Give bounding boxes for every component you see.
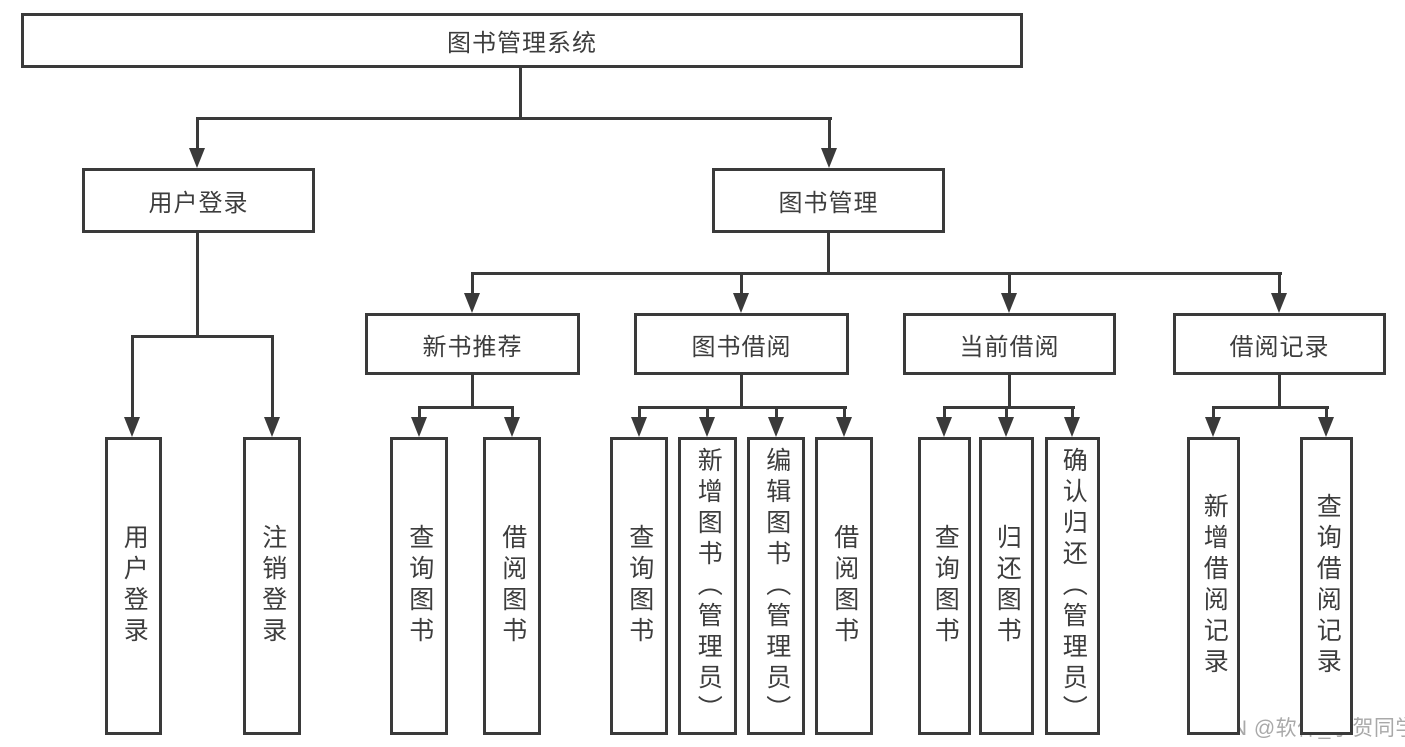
arrow-down-icon xyxy=(1064,417,1080,437)
leaf-borrow-books: 借阅图书 xyxy=(815,437,873,735)
connector-line xyxy=(943,406,946,419)
arrow-down-icon xyxy=(264,417,280,437)
arrow-down-icon xyxy=(1001,293,1017,313)
leaf-logout: 注销登录 xyxy=(243,437,301,735)
connector-line xyxy=(740,375,743,409)
connector-line xyxy=(1212,406,1329,409)
leaf-user-login: 用户登录 xyxy=(105,437,162,735)
connector-line xyxy=(1005,406,1008,419)
node-label: 用户登录 xyxy=(148,190,249,217)
leaf-query-borrow-record: 查询借阅记录 xyxy=(1300,437,1353,735)
connector-line xyxy=(471,272,474,295)
node-label: 当前借阅 xyxy=(959,333,1060,361)
leaf-query-books: 查询图书 xyxy=(918,437,971,735)
arrow-down-icon xyxy=(1205,417,1221,437)
node-root-library-system: 图书管理系统 xyxy=(21,13,1023,68)
node-user-login: 用户登录 xyxy=(82,168,315,233)
connector-line xyxy=(1008,272,1011,295)
connector-line xyxy=(196,233,199,338)
connector-line xyxy=(196,117,199,150)
arrow-down-icon xyxy=(998,417,1014,437)
arrow-down-icon xyxy=(631,417,647,437)
node-label: 查询图书 xyxy=(625,524,654,648)
node-current-borrowing: 当前借阅 xyxy=(903,313,1116,375)
connector-line xyxy=(131,335,134,419)
leaf-add-borrow-record: 新增借阅记录 xyxy=(1187,437,1240,735)
node-borrowing-records: 借阅记录 xyxy=(1173,313,1386,375)
node-label: 归还图书 xyxy=(993,524,1022,648)
node-label: 借阅记录 xyxy=(1229,333,1330,361)
leaf-borrow-books: 借阅图书 xyxy=(483,437,541,735)
node-label: 用户登录 xyxy=(120,524,149,648)
node-label: 注销登录 xyxy=(258,524,287,648)
connector-line xyxy=(1278,375,1281,409)
connector-line xyxy=(519,68,522,119)
connector-line xyxy=(271,335,274,419)
connector-line xyxy=(1008,375,1011,409)
connector-line xyxy=(638,406,847,409)
leaf-query-books: 查询图书 xyxy=(610,437,668,735)
node-new-book-recommend: 新书推荐 xyxy=(365,313,580,375)
connector-line xyxy=(418,406,514,409)
node-label: 查询图书 xyxy=(931,524,960,648)
leaf-edit-books-admin: 编辑图书（管理员） xyxy=(747,437,805,735)
node-book-borrowing: 图书借阅 xyxy=(634,313,849,375)
node-label: 图书借阅 xyxy=(691,333,792,361)
arrow-down-icon xyxy=(733,293,749,313)
node-label: 图书管理 xyxy=(778,190,879,217)
leaf-confirm-return-admin: 确认归还（管理员） xyxy=(1045,437,1100,735)
arrow-down-icon xyxy=(821,148,837,168)
connector-line xyxy=(740,272,743,295)
connector-line xyxy=(131,335,274,338)
arrow-down-icon xyxy=(124,417,140,437)
node-label: 借阅图书 xyxy=(830,524,859,648)
connector-line xyxy=(418,406,421,419)
node-label: 借阅图书 xyxy=(498,524,527,648)
connector-line xyxy=(1071,406,1074,419)
node-label: 查询图书 xyxy=(405,524,434,648)
arrow-down-icon xyxy=(936,417,952,437)
connector-line xyxy=(843,406,846,419)
arrow-down-icon xyxy=(836,417,852,437)
node-label: 确认归还（管理员） xyxy=(1059,446,1088,726)
node-label: 图书管理系统 xyxy=(447,30,597,57)
arrow-down-icon xyxy=(189,148,205,168)
connector-line xyxy=(1212,406,1215,419)
connector-line xyxy=(1325,406,1328,419)
node-label: 查询借阅记录 xyxy=(1313,493,1342,679)
arrow-down-icon xyxy=(411,417,427,437)
arrow-down-icon xyxy=(699,417,715,437)
node-label: 新增借阅记录 xyxy=(1200,493,1229,679)
arrow-down-icon xyxy=(1271,293,1287,313)
node-label: 编辑图书（管理员） xyxy=(762,446,791,726)
leaf-add-books-admin: 新增图书（管理员） xyxy=(678,437,737,735)
node-book-management: 图书管理 xyxy=(712,168,945,233)
arrow-down-icon xyxy=(464,293,480,313)
node-label: 新增图书（管理员） xyxy=(694,446,723,726)
arrow-down-icon xyxy=(768,417,784,437)
connector-line xyxy=(706,406,709,419)
connector-line xyxy=(828,117,831,150)
arrow-down-icon xyxy=(1318,417,1334,437)
connector-line xyxy=(827,233,830,275)
leaf-return-books: 归还图书 xyxy=(979,437,1034,735)
node-label: 新书推荐 xyxy=(422,333,523,361)
connector-line xyxy=(775,406,778,419)
connector-line xyxy=(471,375,474,409)
connector-line xyxy=(196,117,832,120)
connector-line xyxy=(511,406,514,419)
arrow-down-icon xyxy=(504,417,520,437)
connector-line xyxy=(943,406,1075,409)
connector-line xyxy=(471,272,1282,275)
connector-line xyxy=(1278,272,1281,295)
leaf-query-books: 查询图书 xyxy=(390,437,448,735)
connector-line xyxy=(638,406,641,419)
